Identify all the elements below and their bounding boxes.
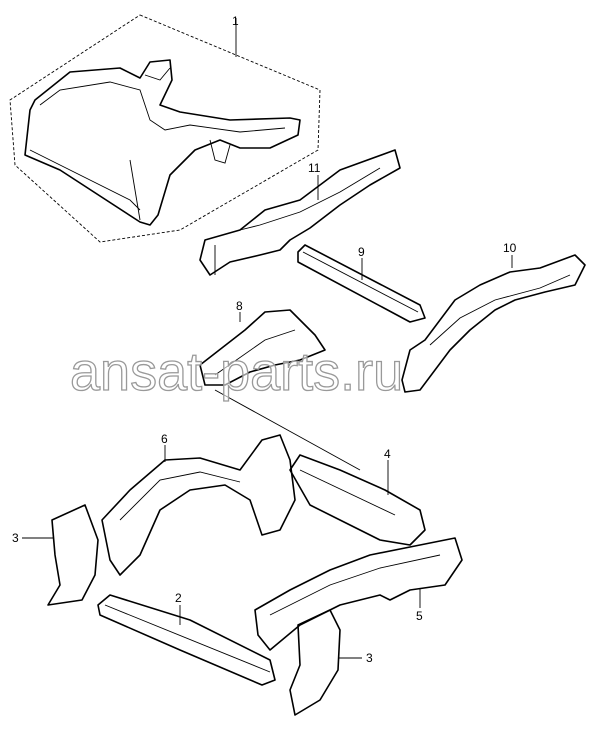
callout-9: 9 <box>358 245 365 259</box>
callout-10: 10 <box>503 241 517 255</box>
assembly-1-boundary <box>9 14 321 243</box>
part-6-front-side-member[interactable] <box>101 434 296 576</box>
part-5-side-member[interactable] <box>254 537 463 651</box>
callout-3-left: 3 <box>12 531 19 545</box>
callout-4: 4 <box>384 447 391 461</box>
part-3-bracket-right[interactable] <box>289 609 341 716</box>
part-3-bracket-left[interactable] <box>47 504 99 606</box>
part-10-rear-rail[interactable] <box>401 254 586 393</box>
callout-2: 2 <box>175 591 182 605</box>
callout-3-right: 3 <box>366 651 373 665</box>
callout-11: 11 <box>308 161 321 175</box>
part-9-crossmember[interactable] <box>297 244 426 323</box>
callout-8: 8 <box>236 299 243 313</box>
part-8-floor-panel[interactable] <box>199 309 326 386</box>
part-11-rail[interactable] <box>199 149 401 276</box>
callout-1: 1 <box>232 14 239 28</box>
part-4-bulkhead[interactable] <box>289 454 426 546</box>
part-2-front-crossmember[interactable] <box>97 594 276 686</box>
watermark: ansat-parts.ru <box>70 342 403 402</box>
assembly-connector-line <box>214 389 361 471</box>
callout-5: 5 <box>416 609 423 623</box>
callout-6: 6 <box>161 432 168 446</box>
part-1-front-frame-assembly[interactable] <box>24 59 301 226</box>
